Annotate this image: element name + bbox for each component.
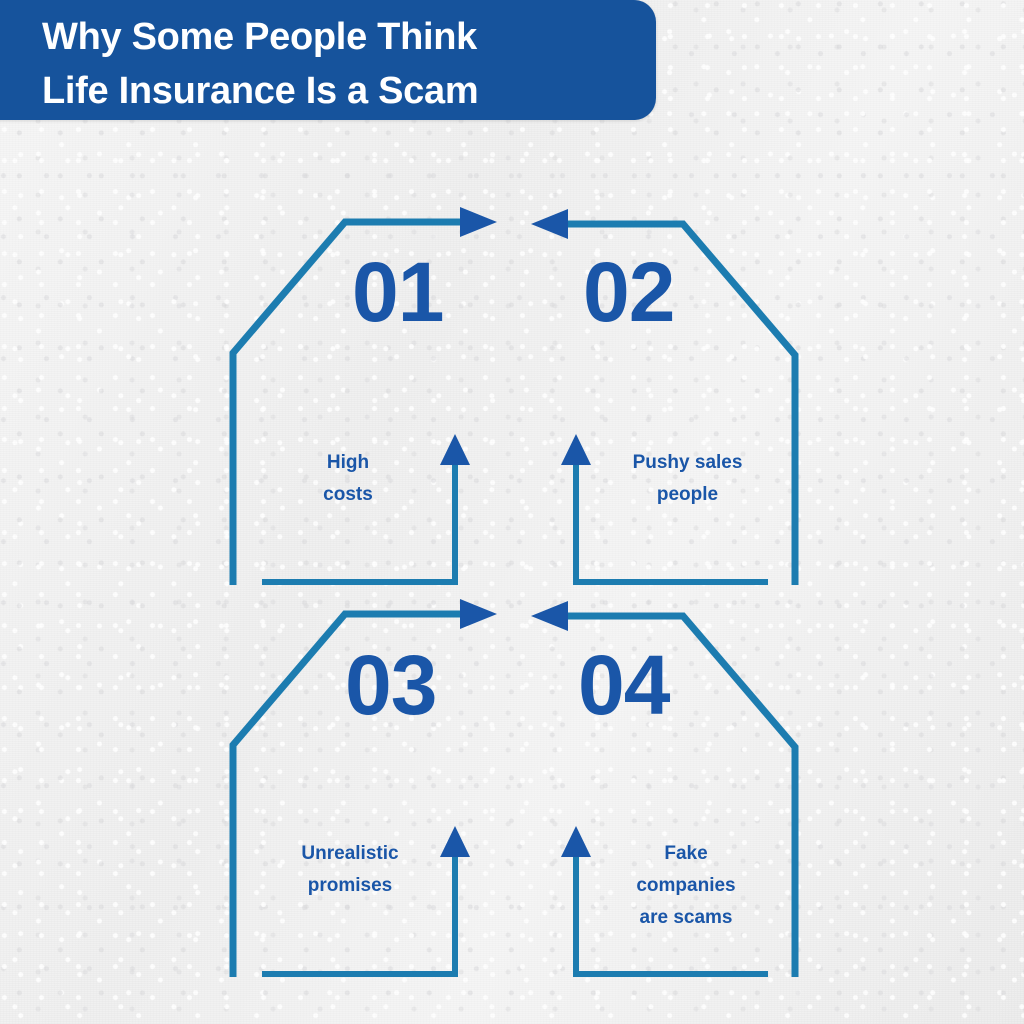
step-04-up-arrowhead-icon [561, 826, 591, 857]
step-03-outline [229, 599, 497, 977]
step-01-up-arrowhead-icon [440, 434, 470, 465]
step-03-arrowhead-icon [460, 599, 497, 629]
step-03-up-arrowhead-icon [440, 826, 470, 857]
step-03-inner-arrow [262, 826, 470, 977]
step-01-arrowhead-icon [460, 207, 497, 237]
step-04-inner-arrow [561, 826, 768, 977]
step-02-outline-path [566, 220, 799, 585]
step-02-inner-path [573, 462, 768, 585]
step-03-inner-path [262, 854, 458, 977]
page-title: Why Some People Think Life Insurance Is … [42, 16, 479, 112]
step-01-outline [229, 207, 497, 585]
step-01-inner-path [262, 462, 458, 585]
title-banner: Why Some People Think Life Insurance Is … [0, 0, 656, 120]
step-03-number: 03 [345, 638, 437, 732]
step-02-label: Pushy sales people [632, 452, 743, 505]
step-04-arrowhead-icon [531, 601, 568, 631]
step-04-number: 04 [578, 638, 670, 732]
step-03-outline-path [229, 610, 462, 977]
step-04-inner-path [573, 854, 768, 977]
step-02-outline [531, 209, 799, 585]
step-01-number: 01 [352, 245, 444, 339]
step-02-up-arrowhead-icon [561, 434, 591, 465]
step-01-label: High costs [323, 452, 373, 505]
step-04-outline [531, 601, 799, 977]
step-02-inner-arrow [561, 434, 768, 585]
step-03-label: Unrealistic promises [301, 843, 399, 896]
step-01-inner-arrow [262, 434, 470, 585]
step-01-outline-path [229, 218, 462, 585]
step-04-outline-path [566, 612, 799, 977]
step-02-number: 02 [583, 245, 675, 339]
step-02-arrowhead-icon [531, 209, 568, 239]
step-04-label: Fake companies are scams [636, 843, 736, 928]
